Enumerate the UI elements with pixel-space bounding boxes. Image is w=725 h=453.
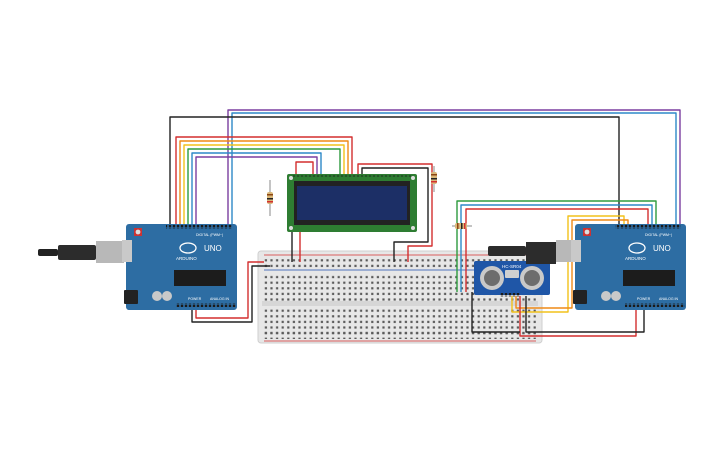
wire-purple xyxy=(227,109,681,228)
arduino-uno-left[interactable]: UNO ARDUINO DIGITAL (PWM~) POWER ANALOG … xyxy=(38,224,237,310)
wire-orange-right xyxy=(515,219,629,309)
wire-black-right-power xyxy=(525,296,645,333)
wire-blue-right xyxy=(460,204,653,292)
board-logo-left: ARDUINO xyxy=(176,256,197,261)
board-analog-right: ANALOG IN xyxy=(659,297,679,301)
arduino-uno-right[interactable]: UNO ARDUINO DIGITAL (PWM~) POWER ANALOG … xyxy=(488,224,686,310)
resistor-right[interactable] xyxy=(431,166,437,192)
wire-blue-top xyxy=(231,112,677,228)
wire-red-lcd-right xyxy=(357,163,433,262)
wire-yellow-right xyxy=(511,215,625,313)
board-digital-right: DIGITAL (PWM~) xyxy=(645,233,672,237)
board-digital-left: DIGITAL (PWM~) xyxy=(196,233,223,237)
wire-black-sensor xyxy=(471,292,520,333)
breadboard[interactable] xyxy=(257,250,543,344)
wire-black-top xyxy=(169,116,620,228)
board-logo-right: ARDUINO xyxy=(625,256,646,261)
board-model-right: UNO xyxy=(653,244,671,253)
wire-yellow-lcd xyxy=(183,144,345,228)
wire-black-lcd-right xyxy=(361,167,429,262)
resistor-sensor[interactable] xyxy=(452,223,472,229)
resistor-left[interactable] xyxy=(267,180,273,216)
wire-green-lcd xyxy=(187,148,341,228)
board-model-left: UNO xyxy=(204,244,222,253)
wire-orange-lcd xyxy=(179,140,349,228)
lcd-display[interactable] xyxy=(287,174,417,232)
wire-red-right-power xyxy=(519,296,637,337)
wire-green-right xyxy=(456,200,657,292)
wire-blue-lcd xyxy=(191,152,322,228)
wire-red-lcd2 xyxy=(295,161,314,176)
wire-black-left-power xyxy=(191,265,270,323)
ultrasonic-sensor[interactable]: HC-SR04 xyxy=(474,261,550,297)
wire-red-right xyxy=(465,208,649,292)
board-analog-left: ANALOG IN xyxy=(210,297,230,301)
board-power-right: POWER xyxy=(637,297,651,301)
board-power-left: POWER xyxy=(188,297,202,301)
wire-purple-lcd xyxy=(195,156,318,228)
wires xyxy=(169,109,681,337)
sensor-model-label: HC-SR04 xyxy=(502,264,522,269)
wire-red-lcd xyxy=(175,136,353,228)
wire-red-left-power xyxy=(195,261,264,319)
